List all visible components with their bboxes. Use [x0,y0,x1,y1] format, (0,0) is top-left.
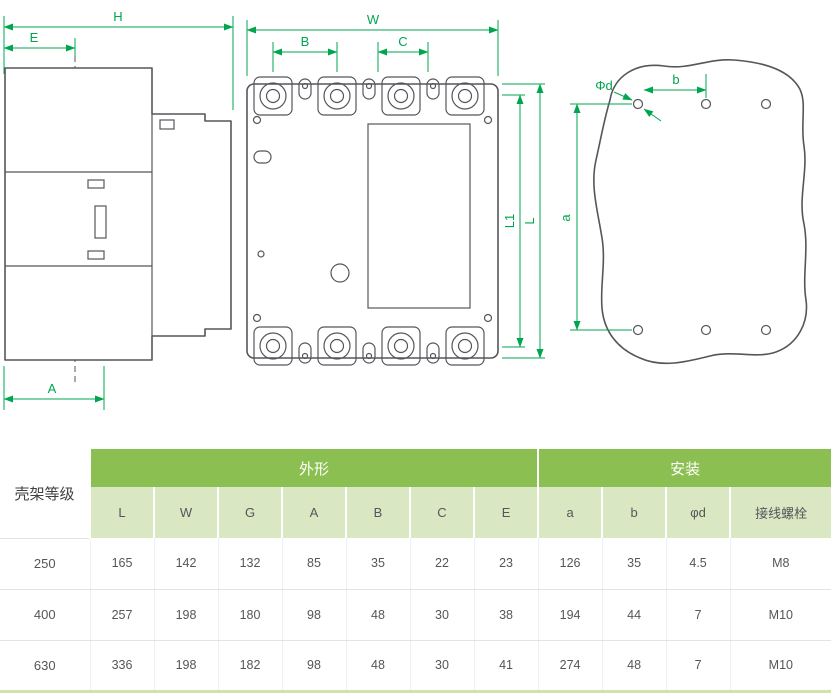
breaker-front-outline [246,83,499,359]
top-terminals [253,76,485,116]
bottom-terminals [253,326,485,366]
value-cell: 30 [409,589,474,641]
breaker-side-outline [4,67,232,361]
dimension-lines [573,86,707,331]
value-cell: 257 [89,589,154,641]
value-cell: 182 [217,640,282,692]
sub-header-row: L W G A B C E a b φd 接线螺栓 [0,487,831,538]
hole-diameter-leaders [613,91,662,122]
table-row-250: 250 165 142 132 85 35 22 23 126 35 4.5 M… [0,538,831,590]
value-cell: 336 [89,640,154,692]
value-cell: 142 [153,538,218,590]
value-cell: 48 [345,589,410,641]
value-cell: M10 [729,640,831,692]
value-cell: 198 [153,640,218,692]
value-cell: 194 [537,589,603,641]
value-cell: 44 [601,589,667,641]
dim-label-B: B [301,34,310,49]
col-header-L: L [89,487,154,538]
value-cell: 7 [665,640,731,692]
dim-label-C: C [398,34,407,49]
col-header-A: A [281,487,346,538]
dim-label-b: b [672,72,679,87]
value-cell: 22 [409,538,474,590]
table-row-630: 630 336 198 182 98 48 30 41 274 48 7 M10 [0,640,831,692]
frame-rating-header: 壳架等级 [0,449,90,539]
group-header-row: 壳架等级 外形 安装 [0,449,831,539]
dim-label-H: H [113,9,122,24]
value-cell: 198 [153,589,218,641]
value-cell: 126 [537,538,603,590]
front-face-details [252,115,493,323]
value-cell: 132 [217,538,282,590]
value-cell: 85 [281,538,346,590]
col-header-phid: φd [665,487,731,538]
dimension-drawings: H E A [3,9,808,410]
value-cell: 180 [217,589,282,641]
dim-label-a: a [558,214,573,222]
value-cell: 30 [409,640,474,692]
dim-label-phid: Φd [595,78,613,93]
dim-label-A: A [48,381,57,396]
side-view-drawing: H E A [3,9,234,410]
col-header-a: a [537,487,603,538]
col-header-B: B [345,487,410,538]
dim-label-L: L [522,217,537,224]
col-header-G: G [217,487,282,538]
frame-rating-cell: 400 [0,589,90,641]
mounting-view-drawing: Φd b a [558,59,808,365]
mounting-plate-outline [593,59,808,365]
value-cell: 98 [281,640,346,692]
col-header-E: E [472,487,539,538]
dim-label-W: W [367,12,380,27]
frame-rating-cell: 250 [0,538,90,590]
value-cell: 23 [473,538,539,590]
value-cell: 98 [281,589,346,641]
col-header-b: b [601,487,667,538]
value-cell: M8 [729,538,831,590]
value-cell: 4.5 [665,538,731,590]
mounting-holes [632,98,772,336]
dimension-lines [246,26,544,359]
side-view-details [5,114,175,336]
value-cell: 35 [345,538,410,590]
dimension-table: 壳架等级 外形 安装 L W G A B C E a b φd 接线螺栓 250… [0,449,831,693]
col-header-W: W [153,487,218,538]
value-cell: 48 [601,640,667,692]
dim-label-L1: L1 [502,214,517,228]
frame-rating-cell: 630 [0,640,90,692]
table-row-400: 400 257 198 180 98 48 30 38 194 44 7 M10 [0,589,831,641]
value-cell: 274 [537,640,603,692]
col-header-C: C [409,487,474,538]
dimension-lines [3,23,234,403]
value-cell: M10 [729,589,831,641]
dim-label-E: E [30,30,39,45]
value-cell: 38 [473,589,539,641]
col-header-bolt: 接线螺栓 [729,487,831,538]
group-header-mounting: 安装 [537,449,831,487]
value-cell: 7 [665,589,731,641]
group-header-outline: 外形 [88,449,539,487]
value-cell: 35 [601,538,667,590]
value-cell: 48 [345,640,410,692]
front-view-drawing: W B C L1 L [246,12,545,366]
value-cell: 41 [473,640,539,692]
value-cell: 165 [89,538,154,590]
